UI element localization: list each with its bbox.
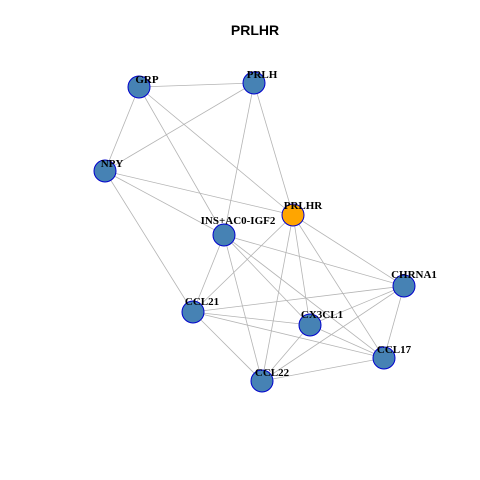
node-ccl21[interactable] [181,300,205,324]
edge-ccl21-ccl22 [192,311,263,382]
edge-prlh-npy [104,82,255,172]
edge-npy-ccl21 [104,170,194,313]
edge-prlhr-ccl21 [192,214,294,313]
node-label-chrna1: CHRNA1 [391,269,437,281]
node-label-ccl21: CCL21 [185,296,219,308]
edge-prlhr-ccl22 [261,214,294,382]
edge-ins-ccl21 [192,234,225,313]
edge-chrna1-ccl17 [383,285,405,359]
edge-cx3cl1-ccl17 [309,324,385,359]
label-layer: GRP PRLH NPY PRLHR INS+AC0-IGF2CHRNA1CCL21CX… [101,69,437,379]
node-label-grp: GRP [135,74,159,86]
node-label-npy: NPY [101,158,124,170]
diagram-title: PRLHR [231,22,279,38]
node-label-prlhr: PRLHR [284,200,324,212]
node-label-ins: INS+AC0-IGF2 [201,215,276,227]
edge-ins-ccl22 [223,234,263,382]
edge-chrna1-ccl22 [261,285,405,382]
edge-ins-chrna1 [223,234,405,287]
node-prlhr[interactable] [281,203,305,227]
edge-ccl17-ccl22 [261,357,385,382]
edge-prlhr-chrna1 [292,214,405,287]
edge-npy-prlhr [104,170,294,216]
node-ccl17[interactable] [372,346,396,370]
node-npy[interactable] [93,159,117,183]
edge-prlh-ins [223,82,255,236]
node-chrna1[interactable] [392,274,416,298]
edge-grp-prlhr [138,86,294,216]
edge-grp-ins [138,86,225,236]
edge-layer [104,82,405,382]
node-layer [93,71,416,393]
node-label-prlh: PRLH [247,69,278,81]
node-label-ccl17: CCL17 [377,344,412,356]
node-label-ccl22: CCL22 [255,367,290,379]
node-label-cx3cl1: CX3CL1 [301,309,343,321]
edge-npy-ins [104,170,225,236]
edge-ccl21-ccl17 [192,311,385,359]
edge-grp-prlh [138,82,255,88]
edge-cx3cl1-ccl22 [261,324,311,382]
edge-ins-cx3cl1 [223,234,311,326]
edge-ccl21-chrna1 [192,285,405,313]
node-ins[interactable] [212,223,236,247]
edge-prlhr-ccl17 [292,214,385,359]
edge-grp-npy [104,86,140,172]
edge-prlh-prlhr [253,82,294,216]
edge-chrna1-cx3cl1 [309,285,405,326]
node-prlh[interactable] [242,71,266,95]
node-cx3cl1[interactable] [298,313,322,337]
node-grp[interactable] [127,75,151,99]
node-ccl22[interactable] [250,369,274,393]
edge-ins-ccl17 [223,234,385,359]
edge-ccl21-cx3cl1 [192,311,311,326]
edge-prlhr-cx3cl1 [292,214,311,326]
